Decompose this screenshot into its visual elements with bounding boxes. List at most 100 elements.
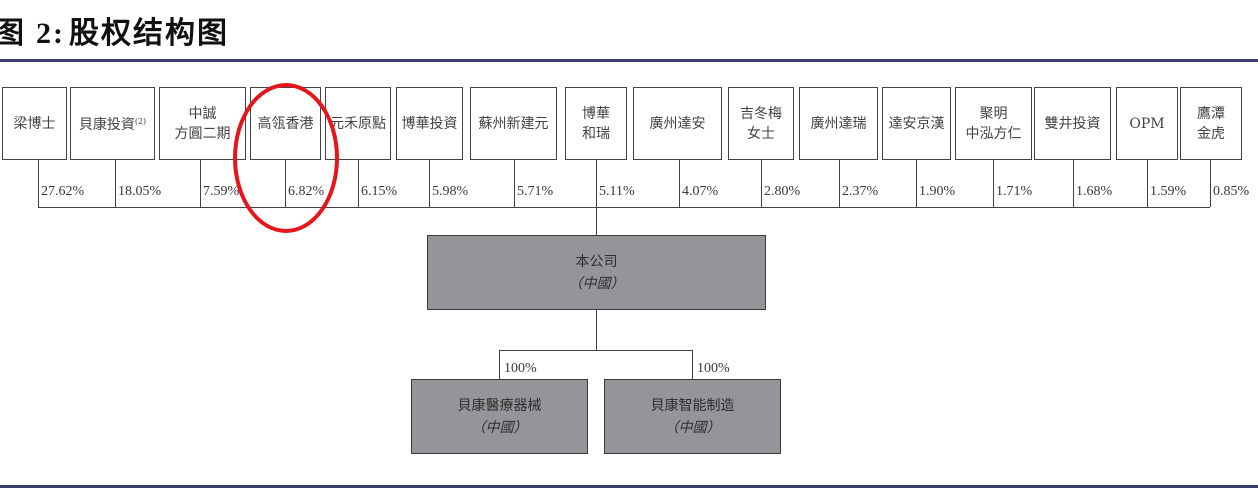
company-region: （中國） — [568, 275, 625, 292]
shareholder-label: 元禾原點 — [330, 114, 386, 134]
subsidiary-bus-line — [499, 350, 693, 351]
subsidiary-trunk — [596, 310, 597, 350]
shareholder-name-line2: 方圓二期 — [174, 125, 231, 142]
subsidiary-connector-2 — [692, 350, 693, 379]
shareholder-connector — [596, 160, 597, 207]
footnote-marker: (2) — [134, 117, 147, 126]
shareholder-box: 達安京漢 — [882, 87, 951, 160]
subsidiary-2-region: （中國） — [664, 419, 721, 436]
shareholder-box: 鷹潭金虎 — [1180, 87, 1242, 160]
shareholder-label: 廣州達安 — [650, 114, 706, 134]
subsidiary-connector-1 — [499, 350, 500, 379]
shareholding-pct: 6.15% — [361, 184, 398, 199]
shareholder-name-line1: 聚明 — [979, 105, 1008, 122]
shareholder-name-line2: 和瑞 — [582, 125, 610, 142]
shareholder-connector — [358, 160, 359, 207]
shareholding-pct: 1.71% — [996, 184, 1033, 199]
shareholder-name-line1: 蘇州新建元 — [478, 115, 549, 132]
subsidiary-1-pct: 100% — [504, 361, 537, 376]
shareholder-name-line1: 鷹潭 — [1197, 105, 1225, 122]
shareholder-label: 吉冬梅女士 — [740, 104, 782, 144]
shareholder-label: 廣州達瑞 — [811, 114, 867, 134]
shareholding-pct: 7.59% — [203, 184, 240, 199]
figure-prefix: 图 — [0, 16, 26, 51]
shareholder-connector — [1073, 160, 1074, 207]
shareholder-name-line1: 貝康投資 — [78, 117, 135, 133]
shareholder-connector — [514, 160, 515, 207]
shareholder-label: 鷹潭金虎 — [1197, 104, 1225, 144]
shareholding-pct: 1.90% — [919, 184, 956, 199]
shareholder-label: 博華投資 — [402, 114, 458, 134]
figure-number: 2: — [36, 17, 65, 50]
shareholding-pct: 18.05% — [118, 184, 162, 199]
shareholder-connector — [1210, 160, 1211, 207]
shareholder-box: 梁博士 — [2, 87, 67, 160]
shareholder-connector — [38, 160, 39, 207]
shareholder-name-line2: 女士 — [747, 125, 775, 142]
subsidiary-2-name: 貝康智能制造 — [650, 397, 735, 414]
shareholder-box: 博華和瑞 — [565, 87, 627, 160]
shareholding-pct: 5.98% — [432, 184, 469, 199]
shareholder-label: 蘇州新建元 — [479, 114, 549, 134]
subsidiary-box-1: 貝康醫療器械 （中國） — [411, 379, 588, 454]
shareholder-label: OPM — [1129, 114, 1164, 134]
shareholder-box: 中誠方圓二期 — [159, 87, 246, 160]
shareholding-pct: 5.11% — [599, 184, 635, 199]
shareholder-name-line1: 雙井投資 — [1044, 115, 1101, 132]
shareholder-connector — [1147, 160, 1148, 207]
shareholder-label: 達安京漢 — [889, 114, 945, 134]
shareholder-name-line1: 中誠 — [188, 105, 217, 122]
shareholder-bus-line — [38, 207, 1210, 208]
shareholder-box: 貝康投資(2) — [70, 87, 155, 160]
shareholder-name-line1: 廣州達瑞 — [810, 115, 867, 132]
shareholder-connector — [679, 160, 680, 207]
shareholder-label: 梁博士 — [14, 114, 56, 134]
shareholder-box: OPM — [1116, 87, 1178, 160]
shareholder-box: 廣州達瑞 — [799, 87, 878, 160]
subsidiary-1-name: 貝康醫療器械 — [457, 397, 542, 414]
shareholding-pct: 2.80% — [764, 184, 801, 199]
figure-title: 图 2:股权结构图 — [0, 14, 229, 54]
highlight-ellipse — [233, 83, 339, 233]
shareholder-connector — [115, 160, 116, 207]
shareholder-connector — [916, 160, 917, 207]
shareholder-label: 博華和瑞 — [582, 104, 610, 144]
shareholder-connector — [839, 160, 840, 207]
company-connector — [596, 207, 597, 235]
shareholder-label: 中誠方圓二期 — [175, 104, 231, 144]
shareholder-connector — [993, 160, 994, 207]
shareholder-name-line1: OPM — [1129, 115, 1165, 132]
shareholder-connector — [761, 160, 762, 207]
shareholder-name-line2: 中泓方仁 — [965, 125, 1022, 142]
figure-title-text: 股权结构图 — [69, 16, 229, 51]
shareholder-box: 雙井投資 — [1034, 87, 1111, 160]
shareholder-name-line1: 梁博士 — [13, 115, 56, 132]
shareholder-box: 廣州達安 — [633, 87, 722, 160]
bottom-divider — [0, 485, 1258, 488]
shareholder-label: 貝康投資(2) — [79, 112, 146, 135]
subsidiary-1-region: （中國） — [471, 419, 528, 436]
shareholder-name-line1: 元禾原點 — [330, 115, 386, 132]
shareholder-box: 聚明中泓方仁 — [955, 87, 1032, 160]
shareholding-pct: 4.07% — [682, 184, 719, 199]
shareholding-pct: 2.37% — [842, 184, 879, 199]
shareholder-box: 蘇州新建元 — [470, 87, 557, 160]
subsidiary-2-pct: 100% — [697, 361, 730, 376]
shareholder-box: 博華投資 — [396, 87, 463, 160]
shareholder-connector — [200, 160, 201, 207]
shareholder-name-line1: 博華投資 — [401, 115, 458, 132]
shareholder-box: 吉冬梅女士 — [728, 87, 794, 160]
shareholder-name-line1: 博華 — [582, 105, 610, 122]
shareholder-label: 雙井投資 — [1045, 114, 1101, 134]
shareholding-pct: 27.62% — [41, 184, 85, 199]
top-divider — [0, 59, 1258, 62]
shareholder-name-line1: 廣州達安 — [649, 115, 706, 132]
company-box: 本公司 （中國） — [427, 235, 766, 310]
shareholder-name-line1: 達安京漢 — [888, 115, 945, 132]
shareholder-connector — [429, 160, 430, 207]
shareholding-pct: 1.59% — [1150, 184, 1187, 199]
shareholding-pct: 0.85% — [1213, 184, 1250, 199]
shareholding-pct: 5.71% — [517, 184, 554, 199]
shareholder-name-line2: 金虎 — [1197, 125, 1225, 142]
shareholder-name-line1: 吉冬梅 — [740, 105, 782, 122]
